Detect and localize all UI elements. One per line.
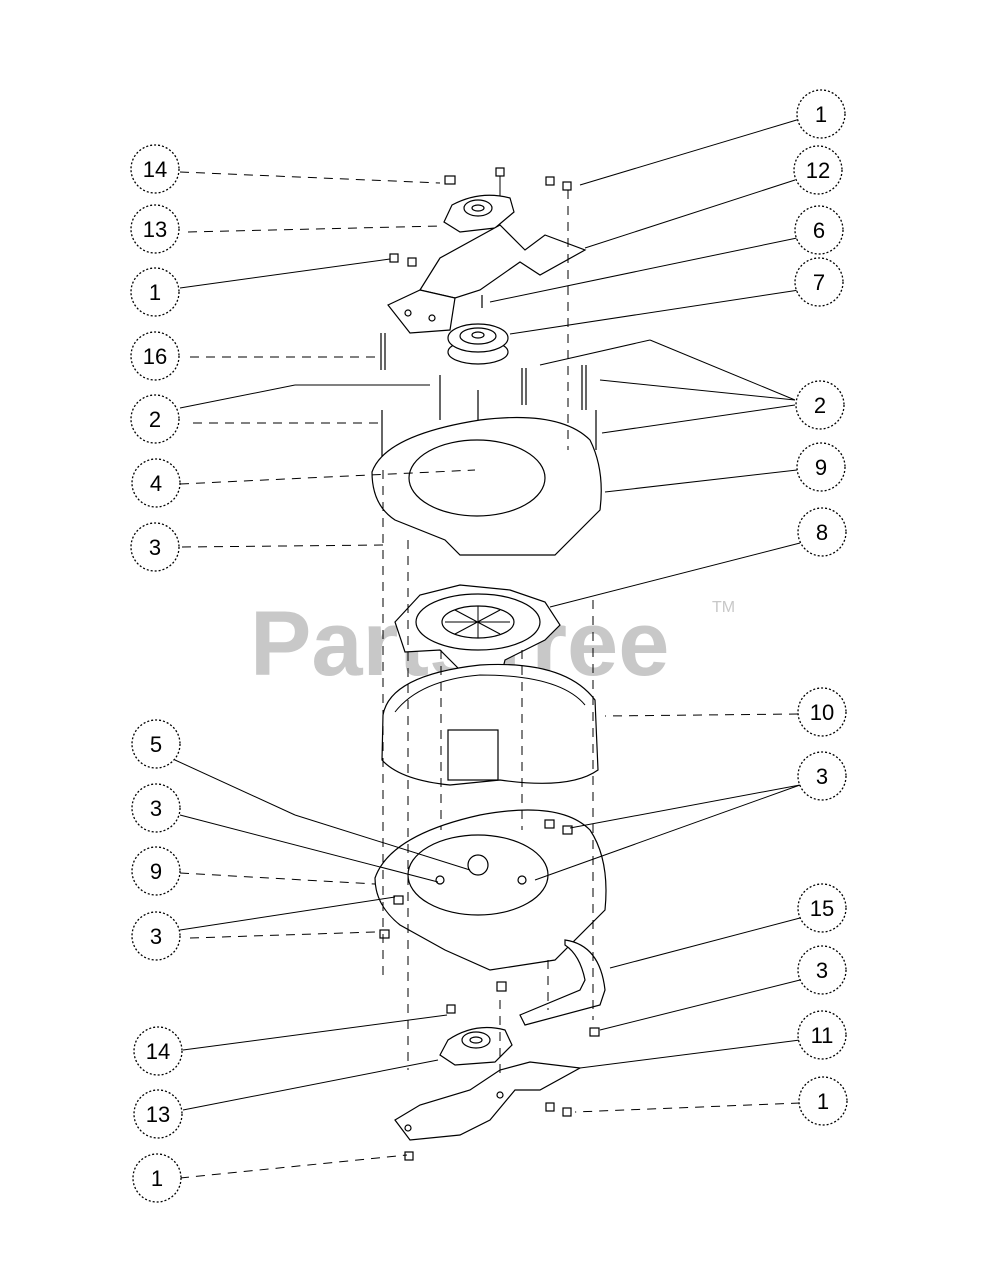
pulley-7 — [447, 323, 509, 365]
callout-3-lower-left: 3 — [131, 911, 181, 961]
svg-text:16: 16 — [143, 344, 167, 369]
callout-13-top: 13 — [130, 204, 180, 254]
impeller-8 — [394, 584, 561, 681]
housing-band-10 — [381, 663, 599, 786]
callout-1-top-left: 1 — [130, 267, 180, 317]
top-bracket-12 — [387, 224, 587, 334]
svg-text:1: 1 — [151, 1166, 163, 1191]
upper-housing-plate-9 — [371, 416, 602, 556]
callout-16: 16 — [130, 331, 180, 381]
callout-14-top: 14 — [130, 144, 180, 194]
svg-text:11: 11 — [811, 1023, 834, 1048]
svg-text:2: 2 — [814, 393, 826, 418]
svg-text:15: 15 — [810, 896, 834, 921]
callout-5: 5 — [131, 719, 181, 769]
svg-text:3: 3 — [150, 924, 162, 949]
callout-6: 6 — [794, 205, 844, 255]
svg-text:13: 13 — [143, 217, 167, 242]
svg-text:2: 2 — [149, 407, 161, 432]
callout-3-upper-left: 3 — [130, 522, 180, 572]
svg-text:1: 1 — [817, 1089, 829, 1114]
svg-text:6: 6 — [813, 218, 825, 243]
callout-14-bottom: 14 — [133, 1026, 183, 1076]
callout-4: 4 — [131, 458, 181, 508]
lower-housing-plate-9 — [374, 809, 607, 971]
callout-7: 7 — [794, 257, 844, 307]
parts-drawing — [371, 167, 607, 1161]
svg-text:12: 12 — [806, 158, 830, 183]
svg-text:3: 3 — [149, 535, 161, 560]
callout-2-left: 2 — [130, 394, 180, 444]
callout-13-bottom: 13 — [133, 1089, 183, 1139]
svg-text:1: 1 — [815, 102, 827, 127]
svg-text:8: 8 — [816, 520, 828, 545]
watermark-tm: TM — [712, 599, 735, 616]
svg-text:5: 5 — [150, 732, 162, 757]
callout-11: 11 — [797, 1010, 847, 1060]
svg-text:10: 10 — [810, 700, 834, 725]
callout-3-right-mid: 3 — [797, 751, 847, 801]
callout-9-bottom: 9 — [131, 846, 181, 896]
callout-2-right: 2 — [795, 380, 845, 430]
callout-1-top-right: 1 — [796, 89, 846, 139]
callout-9-top: 9 — [796, 442, 846, 492]
callout-15: 15 — [797, 883, 847, 933]
bolts — [380, 333, 597, 470]
callout-10: 10 — [797, 687, 847, 737]
callout-3-left-mid: 3 — [131, 783, 181, 833]
top-fasteners — [389, 167, 572, 267]
svg-text:14: 14 — [143, 157, 167, 182]
svg-text:9: 9 — [150, 859, 162, 884]
lower-nuts — [379, 819, 600, 1037]
svg-text:9: 9 — [815, 455, 827, 480]
support-15 — [519, 939, 606, 1026]
callout-1-bottom-right: 1 — [798, 1076, 848, 1126]
svg-text:3: 3 — [150, 796, 162, 821]
callout-8: 8 — [797, 507, 847, 557]
lower-bearing-13 — [439, 981, 513, 1066]
svg-text:3: 3 — [816, 958, 828, 983]
svg-text:13: 13 — [146, 1102, 170, 1127]
svg-text:7: 7 — [813, 270, 825, 295]
callout-12: 12 — [793, 145, 843, 195]
svg-text:1: 1 — [149, 280, 161, 305]
svg-text:14: 14 — [146, 1039, 170, 1064]
callout-1-bottom-left: 1 — [132, 1153, 182, 1203]
svg-text:3: 3 — [816, 764, 828, 789]
svg-text:4: 4 — [150, 471, 162, 496]
leader-lines — [174, 118, 801, 1179]
alignment-lines — [382, 190, 594, 1080]
top-bearing-13 — [443, 194, 515, 233]
lower-bracket-11 — [394, 1061, 582, 1161]
callout-3-lower-right: 3 — [797, 945, 847, 995]
